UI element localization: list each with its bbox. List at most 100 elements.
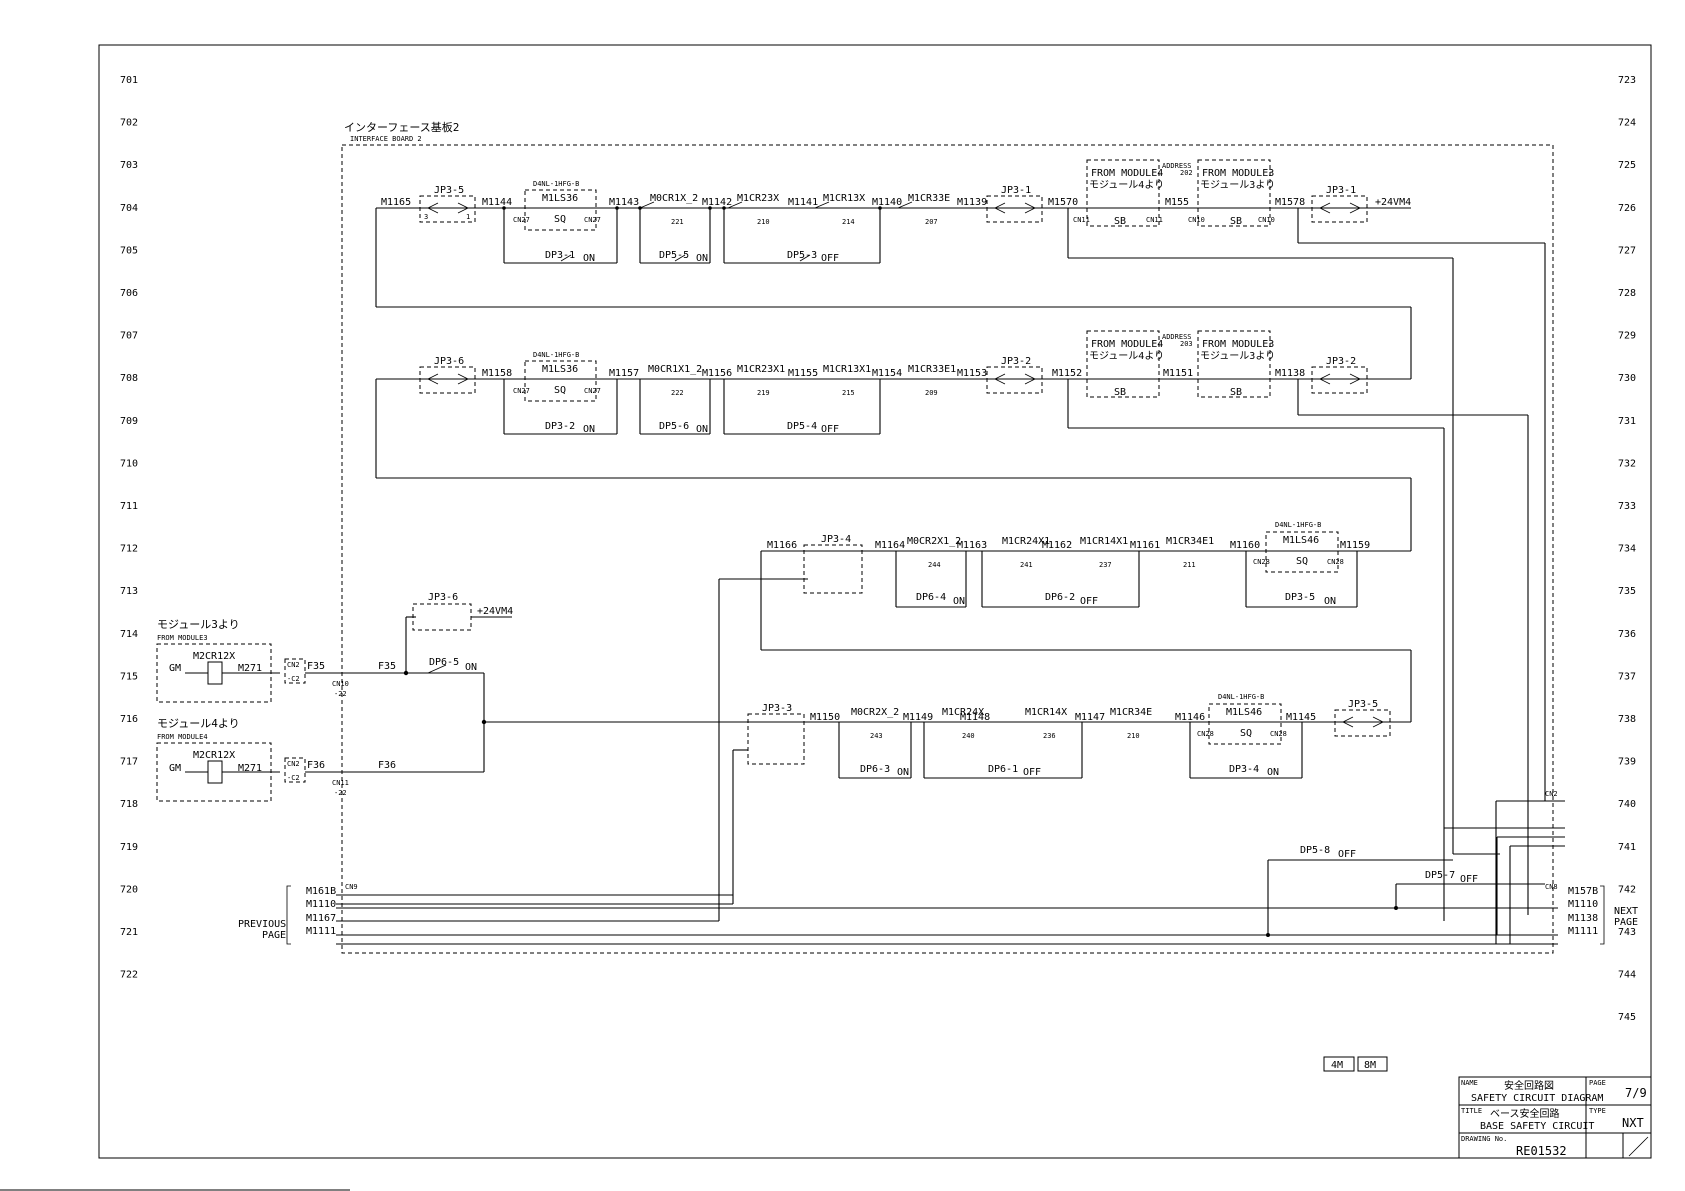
svg-text:M157B: M157B	[1568, 886, 1598, 897]
svg-text:NXT: NXT	[1622, 1116, 1644, 1130]
row-number-left: 717	[120, 757, 138, 768]
svg-text:ベース安全回路: ベース安全回路	[1490, 1107, 1560, 1120]
svg-text:F35: F35	[378, 661, 396, 672]
svg-text:M1146: M1146	[1175, 712, 1205, 723]
svg-text:SB: SB	[1230, 216, 1242, 227]
svg-text:モジュール3より: モジュール3より	[157, 618, 240, 631]
row-number-right: 737	[1618, 671, 1636, 682]
svg-text:JP3-1: JP3-1	[1001, 185, 1031, 196]
svg-text:209: 209	[925, 389, 938, 397]
svg-text:JP3-2: JP3-2	[1001, 356, 1031, 367]
svg-text:M1142: M1142	[702, 197, 732, 208]
svg-text:243: 243	[870, 732, 883, 740]
svg-text:M0CR1X1_2: M0CR1X1_2	[648, 364, 702, 375]
svg-text:PREVIOUS: PREVIOUS	[238, 919, 286, 930]
svg-text:CN2: CN2	[1545, 790, 1558, 798]
svg-text:FROM MODULE3: FROM MODULE3	[157, 634, 208, 642]
svg-text:M1141: M1141	[788, 197, 818, 208]
svg-text:DP6-1: DP6-1	[988, 764, 1018, 775]
svg-text:OFF: OFF	[1460, 874, 1478, 885]
svg-text:237: 237	[1099, 561, 1112, 569]
row-number-right: 726	[1618, 203, 1636, 214]
svg-text:ON: ON	[897, 767, 909, 778]
row-number-right: 744	[1618, 970, 1636, 981]
svg-text:GM: GM	[169, 763, 181, 774]
svg-text:ON: ON	[953, 596, 965, 607]
row-number-left: 709	[120, 416, 138, 427]
svg-text:M1150: M1150	[810, 712, 840, 723]
svg-text:M1110: M1110	[306, 899, 336, 910]
row-number-left: 702	[120, 118, 138, 129]
row-number-left: 712	[120, 544, 138, 555]
svg-text:M1LS46: M1LS46	[1283, 535, 1319, 546]
svg-text:M1110: M1110	[1568, 899, 1598, 910]
svg-text:M1159: M1159	[1340, 540, 1370, 551]
svg-text:ON: ON	[696, 253, 708, 264]
svg-text:DP6-4: DP6-4	[916, 592, 946, 603]
svg-text:CN11: CN11	[332, 779, 349, 787]
svg-text:CN27: CN27	[584, 387, 601, 395]
svg-text:215: 215	[842, 389, 855, 397]
svg-text:DP3-4: DP3-4	[1229, 764, 1259, 775]
svg-text:SB: SB	[1114, 387, 1126, 398]
svg-text:DP5-5: DP5-5	[659, 250, 689, 261]
svg-text:SQ: SQ	[1296, 556, 1308, 567]
svg-text:CN9: CN9	[345, 883, 358, 891]
svg-text:-22: -22	[334, 789, 347, 797]
svg-text:CN11: CN11	[1146, 216, 1163, 224]
left-module-inputs: モジュール3より FROM MODULE3 GM M2CR12X M271 CN…	[156, 592, 513, 802]
board-title-en: INTERFACE BOARD 2	[350, 135, 422, 143]
row-number-right: 740	[1618, 799, 1636, 810]
row-number-left: 701	[120, 75, 138, 86]
svg-text:ADDRESS: ADDRESS	[1162, 333, 1192, 341]
svg-text:JP3-5: JP3-5	[1348, 699, 1378, 710]
svg-text:NAME: NAME	[1461, 1079, 1478, 1087]
svg-text:FROM MODULE3: FROM MODULE3	[1202, 339, 1274, 350]
svg-text:+24VM4: +24VM4	[477, 606, 513, 617]
svg-text:M1143: M1143	[609, 197, 639, 208]
svg-text:M1CR24X1: M1CR24X1	[1002, 536, 1050, 547]
board-title-jp: インターフェース基板2	[344, 120, 459, 134]
svg-text:211: 211	[1183, 561, 1196, 569]
svg-text:M0CR2X1_2: M0CR2X1_2	[907, 536, 961, 547]
svg-text:DP5-8: DP5-8	[1300, 845, 1330, 856]
svg-text:M1164: M1164	[875, 540, 905, 551]
svg-text:JP3-1: JP3-1	[1326, 185, 1356, 196]
row-number-left: 704	[120, 203, 138, 214]
row-number-right: 731	[1618, 416, 1636, 427]
svg-text:M1CR34E1: M1CR34E1	[1166, 536, 1214, 547]
title-block: 4M 8M NAME 安全回路図 SAFETY CIRCUIT DIAGRAM …	[1323, 1056, 1652, 1159]
badge-8m: 8M	[1364, 1060, 1376, 1071]
row-number-right: 728	[1618, 288, 1636, 299]
svg-text:M1160: M1160	[1230, 540, 1260, 551]
svg-text:ON: ON	[696, 424, 708, 435]
row-number-right: 745	[1618, 1012, 1636, 1023]
svg-text:M1155: M1155	[788, 368, 818, 379]
svg-text:DP5-7: DP5-7	[1425, 870, 1455, 881]
row-number-right: 725	[1618, 160, 1636, 171]
svg-text:DP5-3: DP5-3	[787, 250, 817, 261]
svg-text:SQ: SQ	[554, 214, 566, 225]
row-number-left: 713	[120, 586, 138, 597]
svg-text:SQ: SQ	[1240, 728, 1252, 739]
svg-text:CN10: CN10	[1258, 216, 1275, 224]
svg-text:236: 236	[1043, 732, 1056, 740]
svg-text:CN28: CN28	[1270, 730, 1287, 738]
row-number-left: 714	[120, 629, 138, 640]
svg-text:D4NL-1HFG-B: D4NL-1HFG-B	[1275, 521, 1321, 529]
svg-text:CN11: CN11	[1073, 216, 1090, 224]
svg-text:M155: M155	[1165, 197, 1189, 208]
svg-text:SB: SB	[1114, 216, 1126, 227]
svg-text:JP3-4: JP3-4	[821, 534, 851, 545]
svg-text:M1CR33E1: M1CR33E1	[908, 364, 956, 375]
svg-text:FROM MODULE3: FROM MODULE3	[1202, 168, 1274, 179]
svg-text:ON: ON	[1324, 596, 1336, 607]
svg-text:ON: ON	[583, 253, 595, 264]
svg-text:M1166: M1166	[767, 540, 797, 551]
svg-text:M1CR24X: M1CR24X	[942, 707, 984, 718]
row-number-right: 723	[1618, 75, 1636, 86]
row-number-right: 724	[1618, 118, 1636, 129]
svg-text:M1151: M1151	[1163, 368, 1193, 379]
svg-text:M1145: M1145	[1286, 712, 1316, 723]
